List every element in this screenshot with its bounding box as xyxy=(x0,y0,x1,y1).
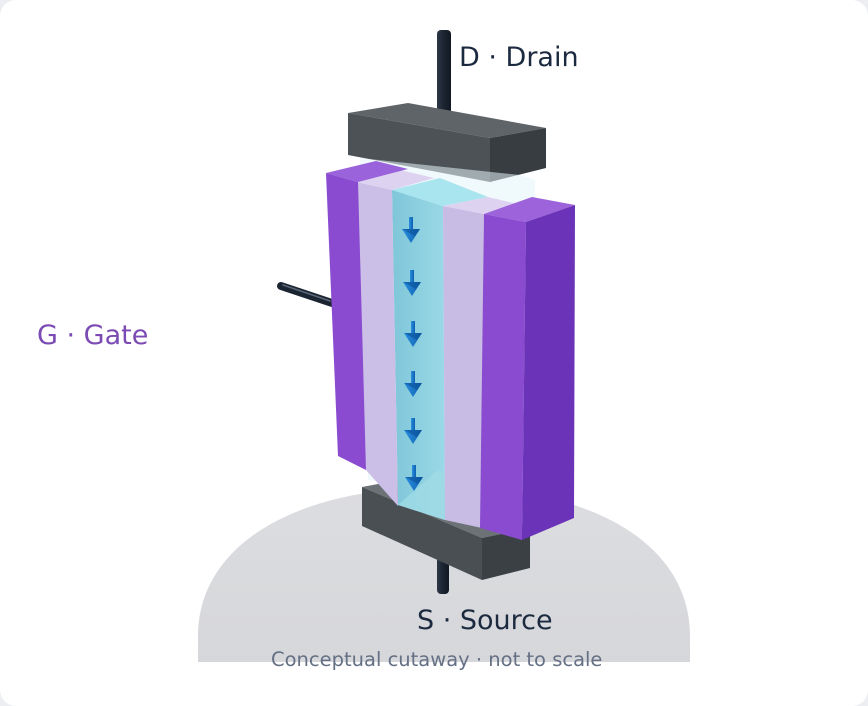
drain-lead xyxy=(437,30,451,122)
drain-label: D · Drain xyxy=(459,42,579,73)
drain-contact xyxy=(348,103,546,182)
source-label: S · Source xyxy=(417,605,553,636)
oxide-right xyxy=(443,197,522,528)
channel-top-face xyxy=(392,178,488,206)
gate-label: G · Gate xyxy=(37,320,149,351)
gate-left-plate xyxy=(326,161,408,470)
scale-note: Conceptual cutaway · not to scale xyxy=(271,648,603,671)
channel-front xyxy=(392,190,445,520)
oxide-left xyxy=(356,170,434,506)
gate-right-plate xyxy=(480,197,575,540)
gate-lead xyxy=(277,282,336,307)
